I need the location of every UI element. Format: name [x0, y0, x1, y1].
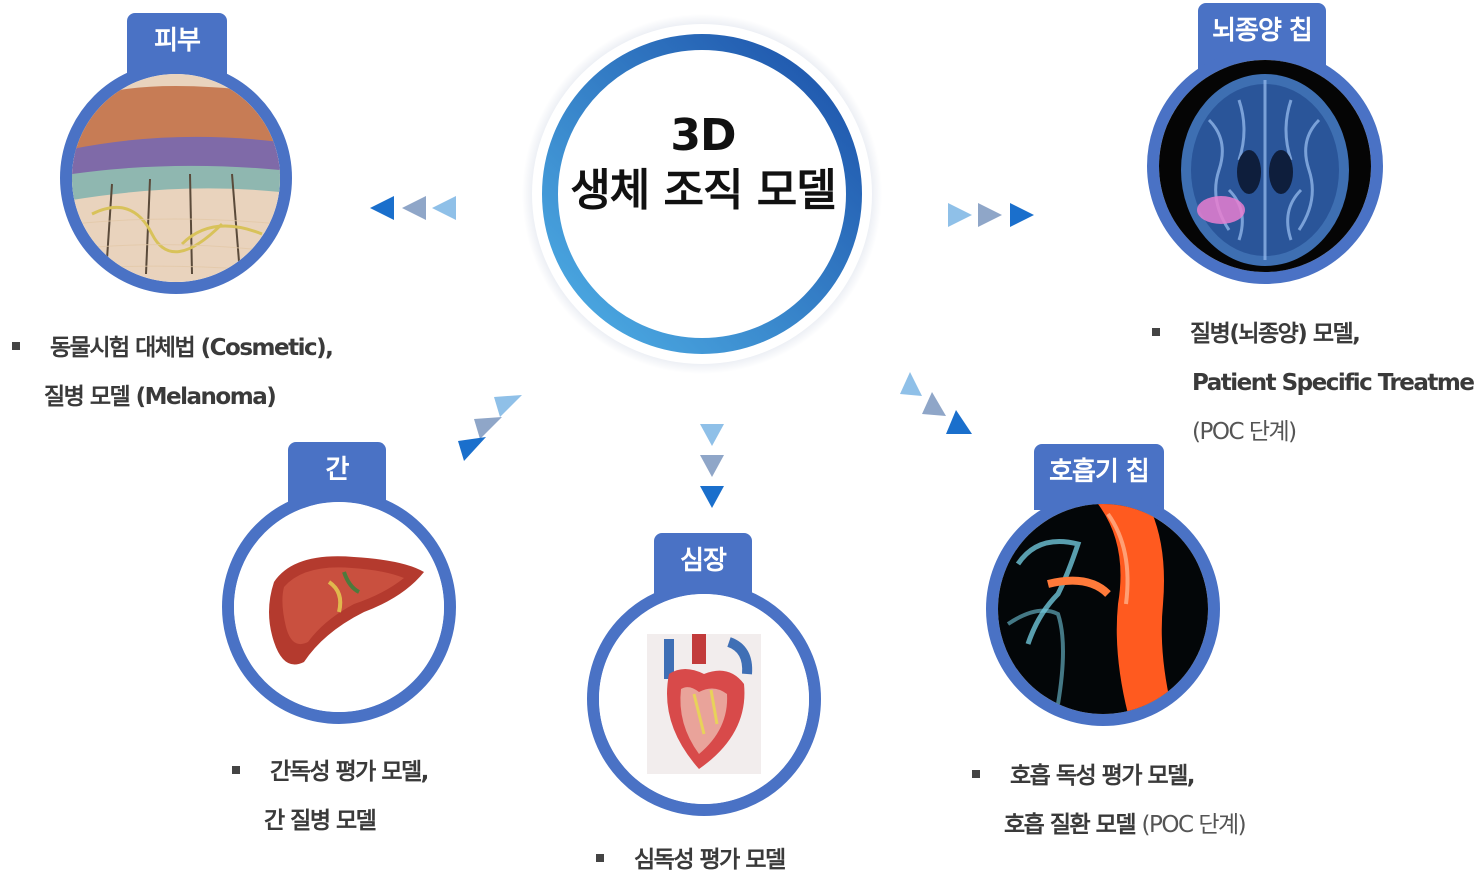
heart-desc-line1: 심독성 평가 모델 [634, 847, 785, 873]
respiratory-desc-line2-bold: 호흡 질환 모델 [1004, 812, 1135, 838]
heart-image-frame [587, 582, 821, 816]
arrow-down-right-icon [946, 410, 972, 434]
bullet-icon [596, 854, 604, 862]
brain-desc-line3: (POC 단계) [1152, 408, 1474, 457]
bullet-icon [232, 766, 240, 774]
arrow-down-right-icon [900, 372, 922, 396]
bullet-icon [12, 342, 20, 350]
arrow-down-icon [700, 486, 724, 508]
arrow-down-left-icon [494, 395, 522, 417]
brain-description: 질병(뇌종양) 모델, Patient Specific Treatment (… [1152, 310, 1474, 457]
arrow-down-icon [700, 424, 724, 446]
liver-image-frame [222, 490, 456, 724]
liver-illustration-icon [234, 502, 444, 712]
arrows-down-right [892, 368, 982, 440]
brain-mri-icon [1159, 60, 1371, 272]
arrow-left-icon [402, 196, 426, 220]
liver-desc-line2: 간 질병 모델 [232, 797, 428, 846]
brain-desc-line2: Patient Specific Treatment [1152, 359, 1474, 408]
brain-image-frame [1147, 48, 1383, 284]
liver-description: 간독성 평가 모델, 간 질병 모델 [232, 748, 428, 846]
arrow-left-icon [432, 196, 456, 220]
heart-description: 심독성 평가 모델 [596, 836, 785, 885]
arrow-right-icon [948, 203, 972, 227]
arrow-right-icon [978, 203, 1002, 227]
skin-image-frame [60, 62, 292, 294]
skin-desc-line1: 동물시험 대체법 (Cosmetic), [50, 335, 332, 361]
center-title-line2: 생체 조직 모델 [548, 163, 858, 218]
arrows-down-left [450, 385, 530, 470]
center-title-line1: 3D [548, 108, 858, 163]
brain-desc-line1: 질병(뇌종양) 모델, [1190, 321, 1359, 347]
bullet-icon [972, 770, 980, 778]
arrow-down-left-icon [474, 417, 502, 439]
heart-illustration-icon [599, 594, 809, 804]
skin-description: 동물시험 대체법 (Cosmetic), 질병 모델 (Melanoma) [12, 324, 332, 422]
respiratory-description: 호흡 독성 평가 모델, 호흡 질환 모델 (POC 단계) [972, 752, 1245, 850]
arrow-down-right-icon [922, 392, 946, 416]
center-title: 3D 생체 조직 모델 [548, 108, 858, 218]
arrow-left-icon [370, 196, 394, 220]
liver-desc-line1: 간독성 평가 모델, [270, 759, 428, 785]
airway-xray-icon [998, 504, 1208, 714]
arrow-down-left-icon [458, 437, 486, 461]
respiratory-desc-line1: 호흡 독성 평가 모델, [1010, 763, 1194, 789]
respiratory-image-frame [986, 492, 1220, 726]
bullet-icon [1152, 328, 1160, 336]
respiratory-desc-line2-light: (POC 단계) [1142, 812, 1246, 838]
arrow-down-icon [700, 455, 724, 477]
skin-illustration-icon [72, 74, 280, 282]
skin-desc-line2: 질병 모델 (Melanoma) [12, 373, 332, 422]
arrow-right-icon [1010, 203, 1034, 227]
